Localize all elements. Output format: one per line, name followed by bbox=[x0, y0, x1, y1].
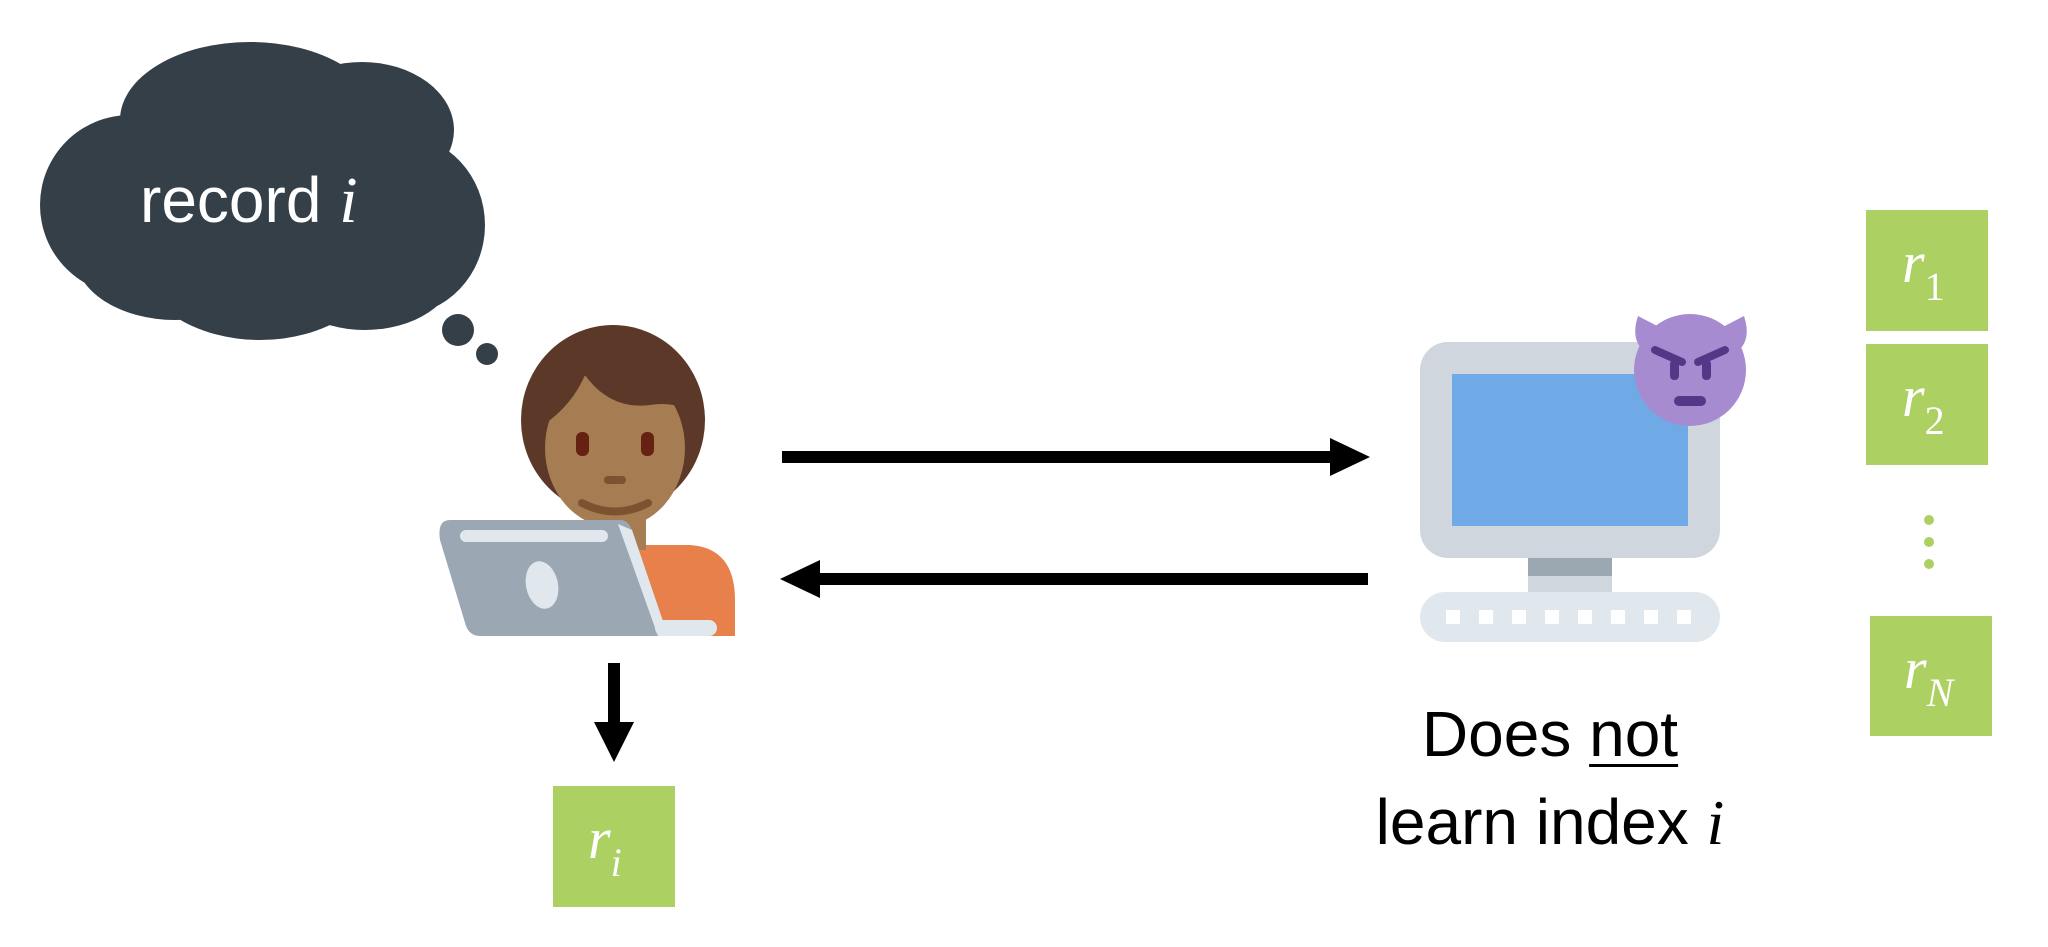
request-arrow bbox=[782, 438, 1370, 476]
client-record-box: ri bbox=[553, 786, 675, 907]
server-caption: Does not learn index i bbox=[1375, 698, 1725, 858]
thought-cloud bbox=[40, 42, 498, 365]
devil-face-icon bbox=[1634, 314, 1747, 426]
client-record-label: ri bbox=[588, 806, 622, 885]
not-underlined: not bbox=[1589, 698, 1679, 770]
database-record-label: rN bbox=[1904, 636, 1956, 715]
output-arrow bbox=[594, 663, 634, 762]
computer-icon bbox=[1420, 342, 1720, 642]
database-record-label: r2 bbox=[1902, 364, 1945, 443]
database-record-list: r1 r2 rN bbox=[1866, 210, 1992, 736]
thought-text: record i bbox=[140, 164, 358, 237]
person-laptop-icon bbox=[439, 325, 735, 636]
response-arrow bbox=[780, 560, 1368, 598]
thought-dot-large bbox=[442, 314, 474, 346]
database-record: r1 bbox=[1866, 210, 1988, 331]
database-record-label: r1 bbox=[1902, 230, 1945, 309]
database-record: rN bbox=[1870, 616, 1992, 736]
ellipsis-dots bbox=[1924, 515, 1934, 569]
thought-dot-small bbox=[476, 343, 498, 365]
keyboard-keys bbox=[1446, 610, 1691, 624]
database-record: r2 bbox=[1866, 344, 1988, 465]
